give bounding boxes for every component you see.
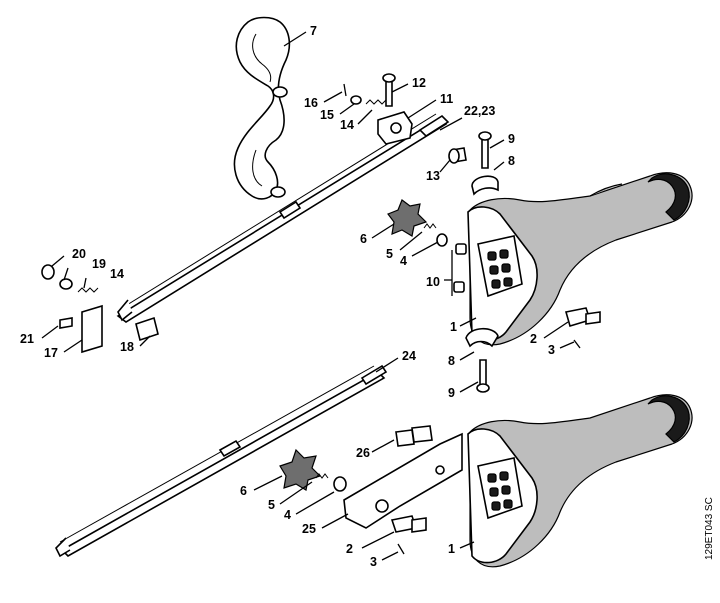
callout-6: 6 <box>360 232 367 246</box>
callout-19: 19 <box>92 257 106 271</box>
callout-13: 13 <box>426 169 440 183</box>
lower-hardware <box>279 425 463 555</box>
lower-rod-part <box>55 364 388 558</box>
callout-21: 21 <box>20 332 34 346</box>
callout-3: 3 <box>548 343 555 357</box>
callout-17: 17 <box>44 346 58 360</box>
callout-7: 7 <box>310 24 317 38</box>
callout-5: 5 <box>386 247 393 261</box>
left-hardware <box>41 264 159 354</box>
callout-12: 12 <box>412 76 426 90</box>
callout-26: 26 <box>356 446 370 460</box>
lower-control-handle-part <box>467 394 693 568</box>
callout-10: 10 <box>426 275 440 289</box>
callout-labels: 7 16 12 15 11 14 22,23 9 8 13 6 5 4 10 2… <box>20 24 555 569</box>
callout-18: 18 <box>120 340 134 354</box>
callout-1: 1 <box>450 320 457 334</box>
callout-9-lower: 9 <box>448 386 455 400</box>
callout-6-lower: 6 <box>240 484 247 498</box>
callout-11: 11 <box>440 92 453 106</box>
loop-handle-part <box>233 16 291 200</box>
callout-2-lower: 2 <box>346 542 353 556</box>
callout-14-left: 14 <box>110 267 124 281</box>
callout-4-lower: 4 <box>284 508 291 522</box>
callout-2: 2 <box>530 332 537 346</box>
callout-24: 24 <box>402 349 416 363</box>
callout-15: 15 <box>320 108 334 122</box>
leader-lines <box>41 31 575 561</box>
callout-25: 25 <box>302 522 316 536</box>
upper-hardware <box>343 73 601 393</box>
callout-8: 8 <box>508 154 515 168</box>
callout-8-lower: 8 <box>448 354 455 368</box>
callout-22-23: 22,23 <box>464 104 495 118</box>
callout-14: 14 <box>340 118 354 132</box>
upper-rod-part <box>116 113 450 323</box>
callout-20: 20 <box>72 247 86 261</box>
callout-16: 16 <box>304 96 318 110</box>
callout-1-lower: 1 <box>448 542 455 556</box>
callout-4: 4 <box>400 254 407 268</box>
callout-9: 9 <box>508 132 515 146</box>
reference-code: 129ET043 SC <box>704 497 715 560</box>
callout-5-lower: 5 <box>268 498 275 512</box>
callout-3-lower: 3 <box>370 555 377 569</box>
